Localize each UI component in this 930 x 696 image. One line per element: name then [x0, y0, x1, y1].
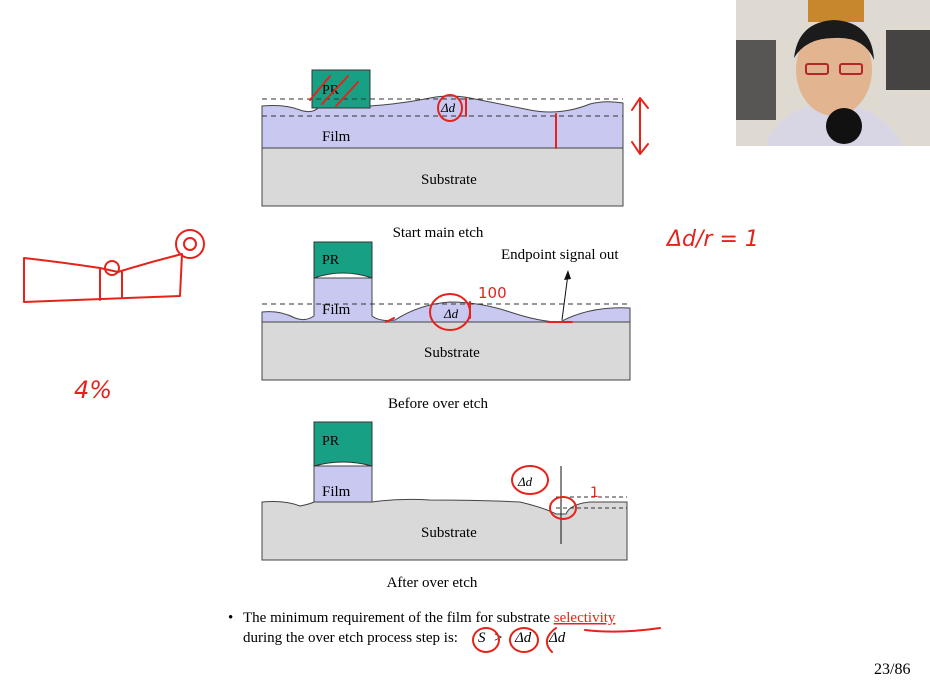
glasses-left [805, 63, 829, 75]
ink-sketch-circle [104, 260, 120, 276]
bullet-line-1: The minimum requirement of the film for … [243, 610, 616, 626]
bullet-line-2-text: during the over etch process step is: [243, 630, 458, 646]
delta-d-label: Δd [517, 474, 533, 489]
ink-one-note: 1 [590, 485, 599, 501]
substrate-label: Substrate [421, 525, 477, 541]
film-label: Film [322, 484, 351, 500]
formula-delta-d: Δd [514, 630, 532, 646]
background-equipment [736, 40, 776, 120]
presenter-face [796, 24, 872, 116]
panel-start-main-etch: PR Film Substrate Δd [261, 69, 624, 207]
bullet-line-1-text: The minimum requirement of the film for … [243, 610, 554, 626]
delta-d-label: Δd [443, 306, 459, 321]
background-monitor [886, 30, 930, 90]
ink-arc-formula [545, 627, 557, 653]
caption-start-main-etch: Start main etch [393, 225, 484, 241]
ink-circle-etch-step [549, 496, 577, 520]
caption-after-over-etch: After over etch [387, 575, 478, 591]
formula-delta-d-2: Δd [548, 630, 566, 646]
caption-before-over-etch: Before over etch [388, 396, 488, 412]
panel-before-over-etch: PR Film Substrate Δd Endpoint signal out [261, 241, 631, 381]
ink-circle-formula-s [472, 627, 500, 653]
substrate-label: Substrate [424, 345, 480, 361]
bullet-line-2: during the over etch process step is: [243, 630, 458, 646]
presenter-hair [794, 20, 874, 60]
ink-double-arrow [631, 97, 649, 155]
background-shelf [808, 0, 864, 22]
pr-label: PR [322, 83, 340, 98]
handwritten-annotations: Δd/r = 1 4% 100 1 [23, 75, 759, 653]
webcam-video-overlay [736, 0, 930, 146]
film-layer [313, 465, 373, 503]
substrate-label: Substrate [421, 172, 477, 188]
formula-s: S [478, 630, 486, 646]
bullet-point: • The minimum requirement of the film fo… [228, 610, 616, 646]
photoresist-block [313, 241, 373, 279]
delta-d-label: Δd [440, 100, 456, 115]
endpoint-arrowhead [564, 270, 571, 280]
microphone [826, 108, 862, 144]
photoresist-block [313, 421, 373, 467]
ink-underline-selectivity [584, 627, 661, 633]
film-label: Film [322, 129, 351, 145]
ink-ratio-note: Δd/r = 1 [665, 227, 759, 252]
pr-label: PR [322, 434, 340, 449]
photoresist-block [311, 69, 371, 109]
film-label: Film [322, 302, 351, 318]
selectivity-highlight: selectivity [554, 610, 616, 626]
bullet-marker: • [228, 610, 233, 626]
page-number: 23/86 [874, 661, 910, 678]
substrate-layer [261, 498, 628, 561]
ink-sketch-shape [23, 253, 183, 303]
endpoint-arrow [561, 273, 569, 321]
webcam-scene [736, 0, 930, 146]
panel-after-over-etch: PR Film Substrate Δd [261, 421, 628, 561]
ink-sketch-circle [175, 229, 205, 259]
ink-circle-formula-delta-d [509, 627, 539, 653]
ink-endpoint-mark [385, 317, 573, 323]
ink-circle-delta-d [511, 465, 549, 495]
ink-circle-delta-d [437, 94, 463, 122]
pr-label: PR [322, 253, 340, 268]
substrate-layer [261, 147, 624, 207]
ink-hatch-strokes [309, 75, 359, 107]
glasses-right [839, 63, 863, 75]
endpoint-signal-label: Endpoint signal out [501, 247, 619, 263]
ink-sketch-circle [183, 237, 197, 251]
ink-percent-note: 4% [74, 376, 112, 404]
ink-hundred-note: 100 [478, 284, 507, 302]
